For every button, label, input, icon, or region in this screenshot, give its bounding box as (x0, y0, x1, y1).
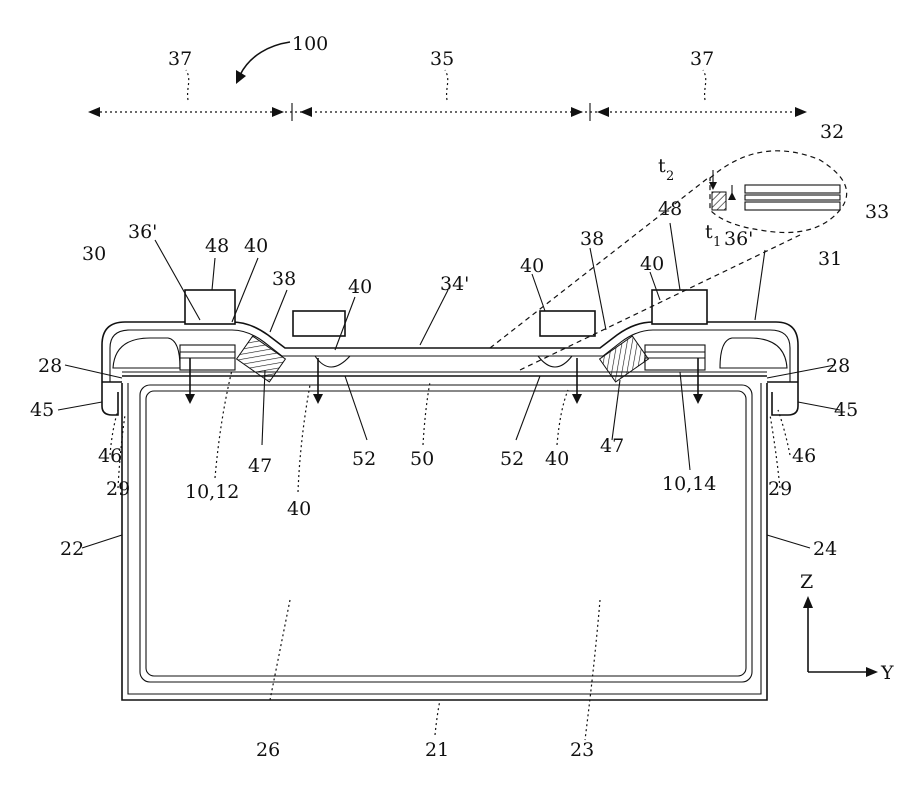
ref-28-right: 28 (826, 355, 850, 377)
ref-29-left: 29 (106, 478, 130, 500)
ref-40-d: 40 (640, 253, 664, 275)
ref-45-left: 45 (30, 399, 54, 421)
cap-plate (102, 322, 798, 415)
ref-24: 24 (813, 538, 837, 560)
ref-52-left: 52 (352, 448, 376, 470)
ref-37-right: 37 (690, 48, 714, 70)
ref-37-left: 37 (168, 48, 192, 70)
ref-33: 33 (865, 201, 889, 223)
ref-46-left: 46 (98, 445, 122, 467)
ref-t1: t (705, 221, 713, 243)
region-dimension-lines (88, 70, 807, 121)
ref-36-prime-left: 36' (128, 221, 157, 243)
axis-indicator (803, 596, 878, 677)
ref-100-leader (236, 42, 290, 84)
axis-label-y: Y (880, 662, 894, 684)
ref-30: 30 (82, 243, 106, 265)
case-body (122, 383, 767, 700)
ref-40-e: 40 (287, 498, 311, 520)
ref-10-14: 10,14 (662, 473, 716, 495)
ref-40-b: 40 (348, 276, 372, 298)
axis-label-z: Z (800, 571, 813, 593)
ref-34-prime: 34' (440, 273, 469, 295)
ref-50: 50 (410, 448, 434, 470)
ref-45-right: 45 (834, 399, 858, 421)
ref-35: 35 (430, 48, 454, 70)
ref-26: 26 (256, 739, 280, 761)
ref-t1-sub: 1 (713, 235, 721, 250)
ref-32: 32 (820, 121, 844, 143)
ref-t2-sub: 2 (666, 169, 674, 184)
ref-48-right: 48 (658, 198, 682, 220)
ref-46-right: 46 (792, 445, 816, 467)
ref-100: 100 (292, 33, 328, 55)
ref-10-12: 10,12 (185, 481, 239, 503)
ref-29-right: 29 (768, 478, 792, 500)
ref-47-left: 47 (248, 455, 272, 477)
ref-22: 22 (60, 538, 84, 560)
ref-40-c: 40 (520, 255, 544, 277)
ref-47-right: 47 (600, 435, 624, 457)
ref-40-f: 40 (545, 448, 569, 470)
ref-31: 31 (818, 248, 842, 270)
reference-numerals: 100 37 35 37 32 t 2 33 t 1 36' 31 48 36'… (30, 33, 894, 761)
ref-48-left: 48 (205, 235, 229, 257)
ref-28-left: 28 (38, 355, 62, 377)
ref-23: 23 (570, 739, 594, 761)
ref-38-right: 38 (580, 228, 604, 250)
ref-21: 21 (425, 739, 449, 761)
ref-36-prime-right: 36' (724, 228, 753, 250)
ref-52-right: 52 (500, 448, 524, 470)
leader-lines (58, 223, 840, 740)
ref-38-left: 38 (272, 268, 296, 290)
ref-t2: t (658, 155, 666, 177)
center-blocks (293, 311, 595, 367)
ref-40-a: 40 (244, 235, 268, 257)
